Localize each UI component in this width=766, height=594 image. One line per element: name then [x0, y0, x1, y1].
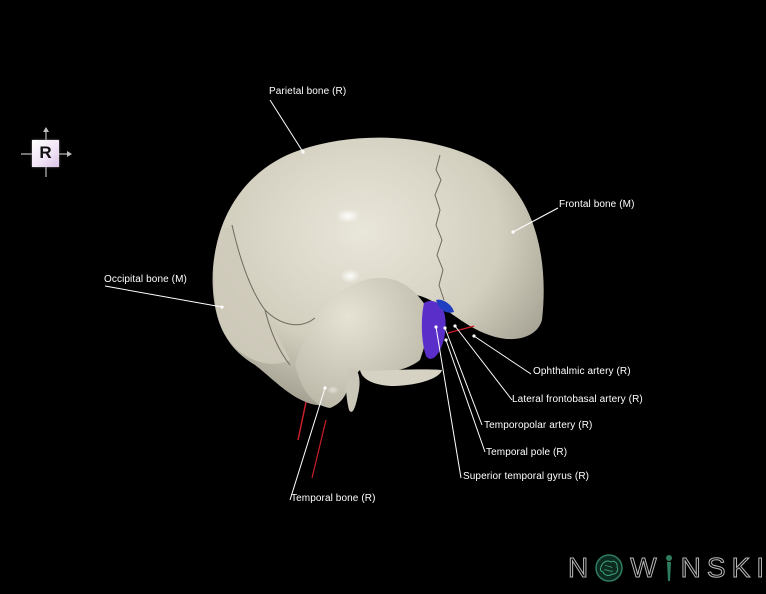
orientation-face: R	[32, 140, 59, 167]
label-occipital-bone: Occipital bone (M)	[104, 274, 187, 285]
label-parietal-bone: Parietal bone (R)	[269, 86, 347, 97]
nowinski-logo: N W NSKI	[567, 552, 766, 584]
temporal-squama	[295, 277, 429, 408]
orientation-arrows-icon	[21, 127, 72, 177]
temporal-pole	[421, 300, 446, 359]
logo-text-n: N	[567, 552, 595, 584]
figure-icon	[665, 555, 672, 581]
artery-strands	[297, 401, 327, 479]
label-temporal-bone: Temporal bone (R)	[291, 493, 376, 504]
brain-icon	[595, 554, 623, 582]
label-temporopolar-artery: Temporopolar artery (R)	[484, 420, 593, 431]
label-ophthalmic-artery: Ophthalmic artery (R)	[533, 366, 631, 377]
label-frontal-bone: Frontal bone (M)	[559, 199, 635, 210]
leader-lines	[104, 99, 559, 501]
skull-vault	[213, 137, 544, 406]
label-superior-temporal-gyrus: Superior temporal gyrus (R)	[463, 471, 590, 482]
orientation-cube-icon[interactable]: R	[20, 127, 72, 179]
orientation-letter: R	[39, 143, 52, 162]
sutures	[231, 154, 445, 366]
label-lateral-frontobasal-artery: Lateral frontobasal artery (R)	[512, 394, 643, 405]
label-temporal-pole: Temporal pole (R)	[486, 447, 568, 458]
logo-text-nski: NSKI	[680, 552, 766, 584]
logo-text-w: W	[630, 552, 663, 584]
